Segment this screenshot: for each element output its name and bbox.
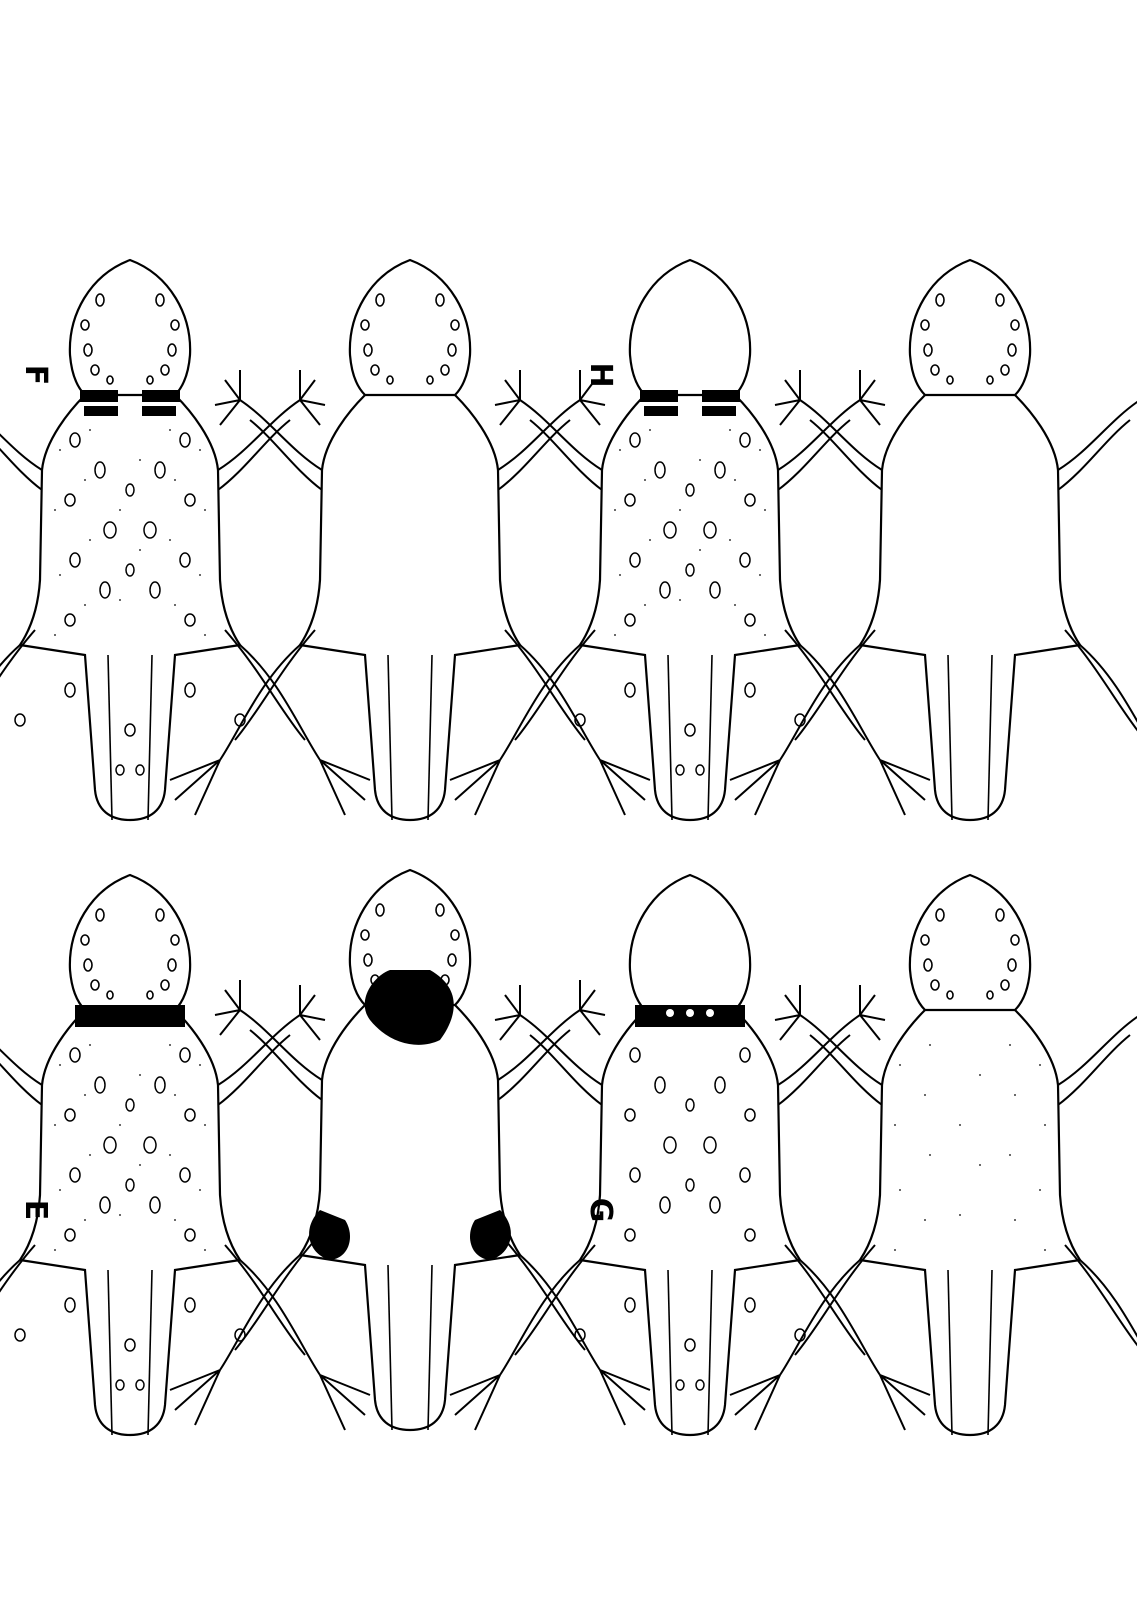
- lizard-figure-bottom-1: [0, 875, 370, 1435]
- lizard-figure-f: [730, 260, 1137, 820]
- lizard-figure-e: [170, 870, 650, 1430]
- lizard-figure-bottom-3: [450, 875, 930, 1435]
- panel-label-e: E: [20, 1195, 50, 1225]
- panel-label-h: H: [585, 360, 615, 390]
- lizard-figure-top-1: [0, 260, 370, 820]
- panel-label-g: G: [585, 1195, 615, 1225]
- lizard-figure-top-3: [450, 260, 930, 820]
- lizard-figure-g: [730, 875, 1137, 1435]
- panel-label-f: F: [20, 360, 50, 390]
- lizard-figure-h: [170, 260, 650, 820]
